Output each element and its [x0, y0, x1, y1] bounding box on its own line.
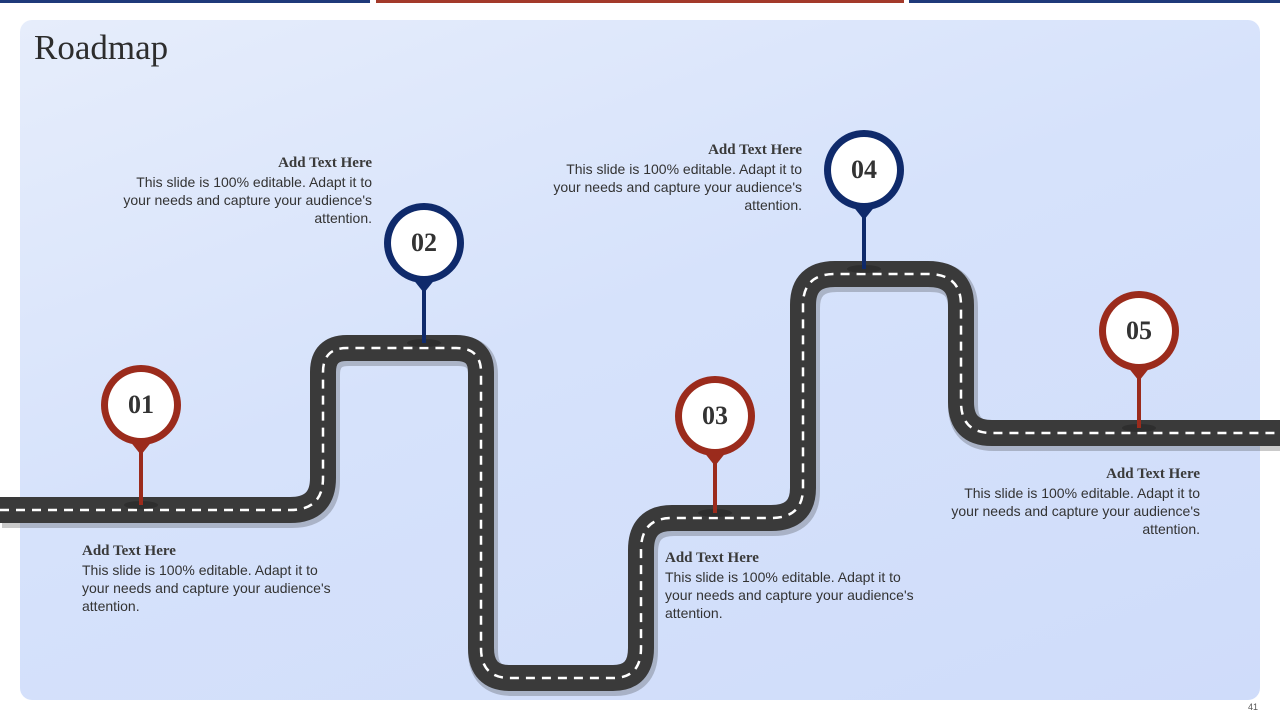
- milestone-03-pin: [675, 376, 755, 517]
- top-accent-bar-center: [376, 0, 904, 3]
- milestone-02-text: Add Text Here This slide is 100% editabl…: [122, 154, 372, 227]
- pin-face: [682, 383, 748, 449]
- milestone-02-pin: [384, 203, 464, 347]
- milestone-01-text: Add Text Here This slide is 100% editabl…: [82, 542, 332, 615]
- milestone-05-body: This slide is 100% editable. Adapt it to…: [951, 485, 1200, 537]
- milestone-04-text: Add Text Here This slide is 100% editabl…: [552, 141, 802, 214]
- milestone-05-text: Add Text Here This slide is 100% editabl…: [950, 465, 1200, 538]
- pin-face: [108, 372, 174, 438]
- road-center-line: [0, 272, 1280, 680]
- milestone-03-heading: Add Text Here: [665, 550, 759, 566]
- milestone-04-heading: Add Text Here: [708, 142, 802, 158]
- milestone-01-number: 01: [128, 390, 154, 419]
- milestone-02-number: 02: [411, 228, 437, 257]
- milestone-01-pin: [101, 365, 181, 509]
- top-accent-bar-right: [909, 0, 1280, 3]
- page-title: Roadmap: [34, 28, 169, 67]
- milestone-03-number: 03: [702, 401, 728, 430]
- milestone-01-body: This slide is 100% editable. Adapt it to…: [82, 562, 331, 614]
- pin-face: [1106, 298, 1172, 364]
- pin-face: [831, 137, 897, 203]
- pin-face: [391, 210, 457, 276]
- milestone-05-pin: [1099, 291, 1179, 432]
- milestone-03-body: This slide is 100% editable. Adapt it to…: [665, 569, 914, 621]
- top-accent-bar-left: [0, 0, 370, 3]
- milestone-02-body: This slide is 100% editable. Adapt it to…: [123, 174, 372, 226]
- milestone-04-pin: [824, 130, 904, 273]
- milestone-05-number: 05: [1126, 316, 1152, 345]
- page-number: 41: [1247, 702, 1258, 712]
- milestone-04-number: 04: [851, 155, 877, 184]
- milestone-02-heading: Add Text Here: [278, 155, 372, 171]
- milestone-04-body: This slide is 100% editable. Adapt it to…: [553, 161, 802, 213]
- milestone-03-text: Add Text Here This slide is 100% editabl…: [665, 549, 915, 622]
- milestone-05-heading: Add Text Here: [1106, 466, 1200, 482]
- milestone-01-heading: Add Text Here: [82, 543, 176, 559]
